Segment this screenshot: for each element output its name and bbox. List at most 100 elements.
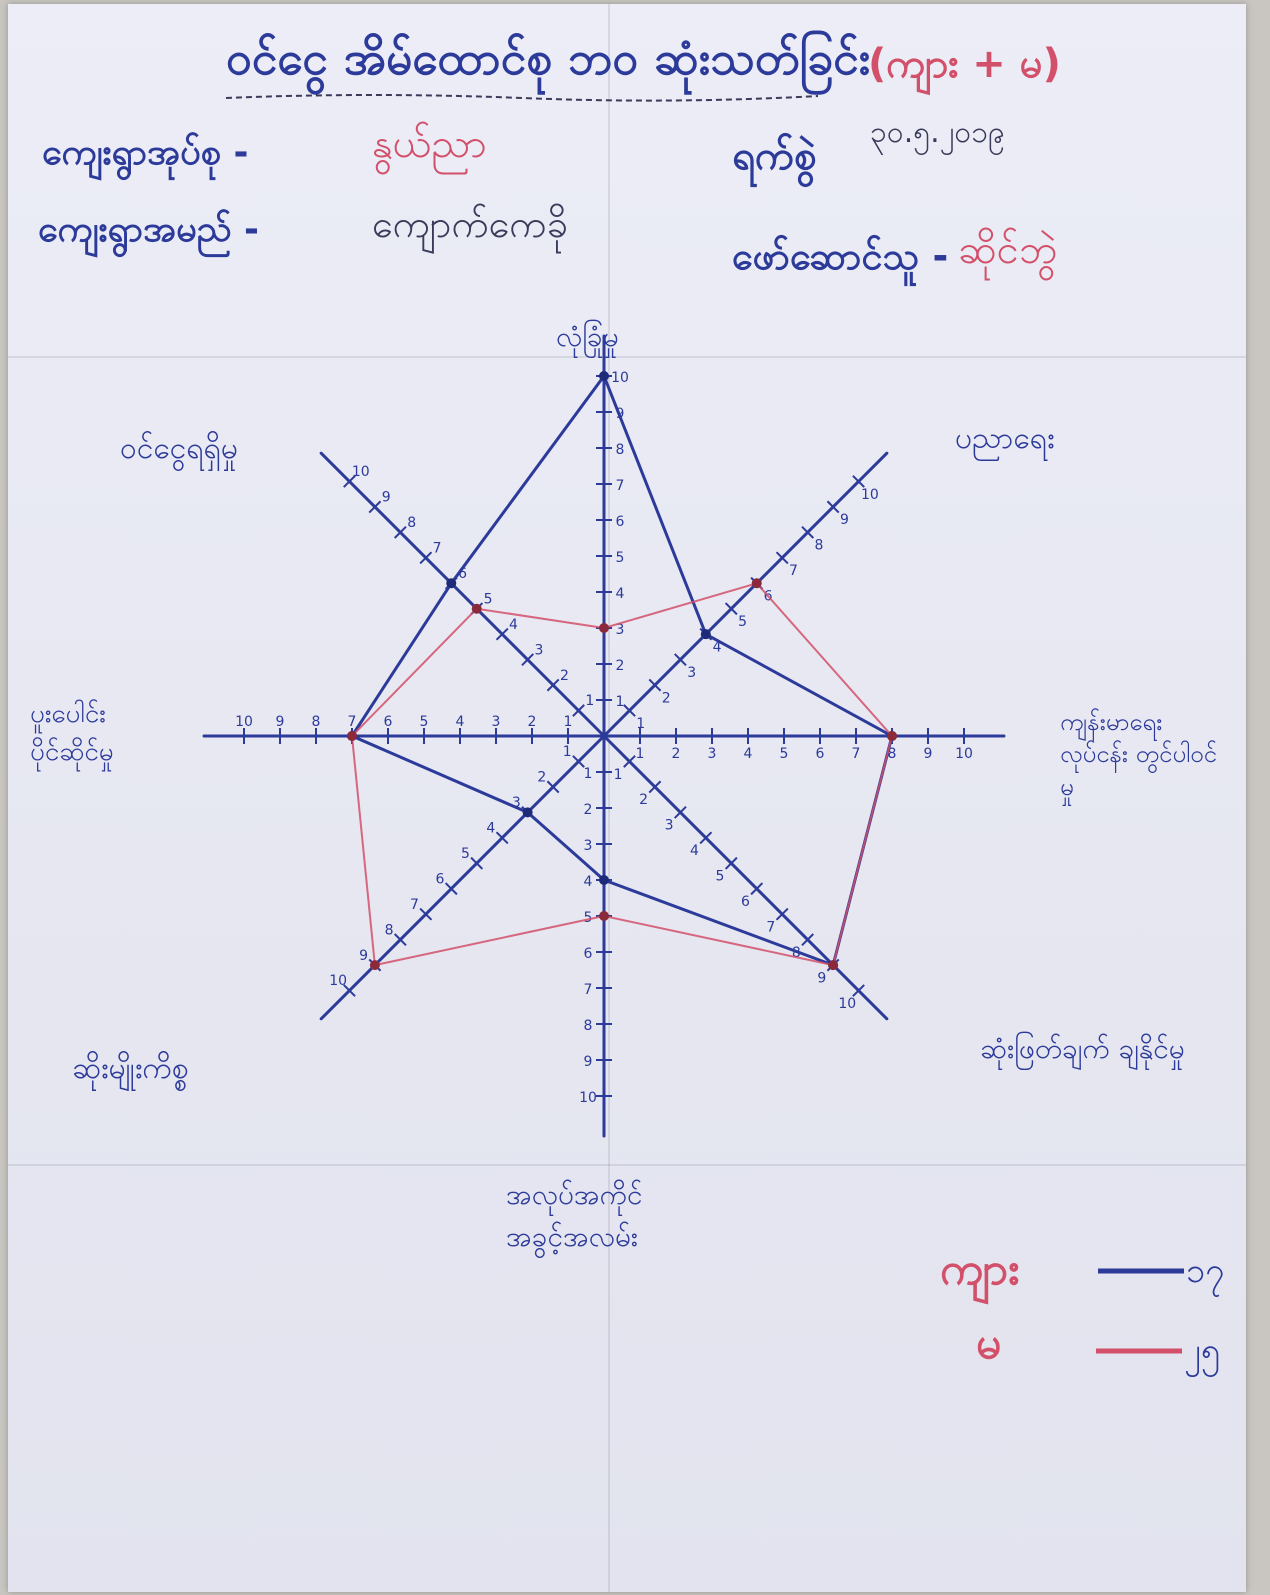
legend-male-swatch: [1098, 1268, 1184, 1274]
tick-label-1-10: 10: [861, 487, 879, 503]
radar-axes: [202, 334, 1006, 1138]
axis-tick-5-4: [495, 831, 509, 845]
tick-label-2-8: 8: [888, 746, 897, 762]
tick-label-2-2: 2: [672, 746, 681, 762]
tick-label-5-3: 3: [512, 795, 521, 811]
axis-tick-3-6: [750, 882, 764, 896]
tick-label-4-7: 7: [584, 982, 593, 998]
tick-label-0-2: 2: [616, 658, 625, 674]
series-point-0-0: [599, 371, 609, 381]
date-value: ၃၀.၅.၂၀၁၉: [870, 115, 1006, 150]
village-value: ကျောက်ကေခို: [372, 202, 568, 246]
legend-male-count: ၁၇: [1186, 1251, 1225, 1291]
axis-tick-7-9: [368, 500, 382, 514]
series-point-1-4: [599, 911, 609, 921]
tick-label-7-2: 2: [560, 668, 569, 684]
axis-tick-5-1: [572, 755, 585, 768]
series-point-0-4: [599, 875, 609, 885]
tick-label-6-6: 6: [384, 714, 393, 730]
tick-label-6-7: 7: [348, 714, 357, 730]
tick-label-7-8: 8: [407, 515, 416, 531]
tick-label-6-5: 5: [420, 714, 429, 730]
axis-tick-5-5: [470, 856, 484, 870]
series-point-0-1: [700, 629, 711, 640]
axis-tick-3-3: [674, 806, 687, 819]
series-point-1-6: [347, 731, 357, 741]
tick-label-3-2: 2: [639, 792, 648, 808]
axis-tick-5-8: [393, 933, 407, 947]
tick-label-4-4: 4: [584, 874, 593, 890]
tick-label-0-1: 1: [616, 694, 625, 710]
tick-label-5-4: 4: [486, 821, 495, 837]
tick-label-4-10: 10: [579, 1090, 597, 1106]
axis-tick-1-2: [648, 678, 662, 692]
facilitator-value: ဆိုင်ဘွဲ: [958, 227, 1058, 273]
axis-spoke-5: [319, 734, 606, 1021]
axis-tick-3-2: [648, 780, 662, 794]
tick-label-2-6: 6: [816, 746, 825, 762]
tick-label-1-5: 5: [738, 614, 747, 630]
tick-label-3-1: 1: [614, 767, 623, 783]
series-point-0-7: [446, 578, 457, 589]
legend-female-swatch: [1096, 1348, 1182, 1354]
tick-label-3-7: 7: [766, 920, 775, 936]
tick-label-6-2: 2: [528, 714, 537, 730]
tick-label-1-3: 3: [687, 665, 696, 681]
tick-label-1-9: 9: [840, 512, 849, 528]
tick-label-2-3: 3: [708, 746, 717, 762]
axis-tick-7-7: [419, 551, 433, 565]
tick-label-4-5: 5: [584, 910, 593, 926]
tick-label-7-4: 4: [509, 617, 518, 633]
tick-label-3-5: 5: [716, 869, 725, 885]
tick-label-5-5: 5: [461, 846, 470, 862]
tick-label-3-6: 6: [741, 894, 750, 910]
tick-label-1-8: 8: [814, 538, 823, 554]
tick-label-7-9: 9: [382, 490, 391, 506]
series-point-1-2: [887, 731, 897, 741]
axis-tick-3-7: [775, 907, 789, 921]
axis-tick-7-3: [521, 653, 534, 666]
legend-female-count: ၂၅: [1184, 1331, 1220, 1371]
tick-label-7-10: 10: [352, 464, 370, 480]
facilitator-label: ဖော်ဆောင်သူ -: [732, 234, 949, 278]
paper-fold-line: [608, 4, 610, 1592]
axis-tick-1-9: [826, 500, 840, 514]
axis-tick-1-5: [724, 602, 738, 616]
axis-spoke-1: [602, 451, 889, 738]
axis-tick-7-2: [546, 678, 560, 692]
tick-label-5-10: 10: [329, 973, 347, 989]
tick-label-5-8: 8: [385, 922, 394, 938]
series-point-0-5: [522, 807, 533, 818]
tick-label-1-2: 2: [662, 690, 671, 706]
tick-label-3-4: 4: [690, 843, 699, 859]
tick-label-6-3: 3: [492, 714, 501, 730]
axis-tick-3-10: [852, 984, 865, 997]
tick-label-3-9: 9: [817, 970, 826, 986]
tick-label-0-10: 10: [611, 370, 629, 386]
axis-tick-7-1: [572, 704, 585, 717]
series-point-1-3: [828, 960, 839, 971]
tick-label-7-1: 1: [585, 693, 594, 709]
series-point-1-5: [369, 960, 380, 971]
axis-tick-5-10: [343, 984, 356, 997]
tick-label-6-9: 9: [276, 714, 285, 730]
axis-label-income: ဝင်ငွေရရှိမှု: [120, 431, 239, 466]
tick-label-6-10: 10: [235, 714, 253, 730]
axis-label-security: လုံခြုံမှု: [556, 320, 619, 353]
tick-label-5-2: 2: [537, 770, 546, 786]
tick-label-5-9: 9: [359, 948, 368, 964]
axis-tick-1-3: [674, 653, 687, 666]
tick-label-7-7: 7: [433, 540, 442, 556]
tick-label-4-1: 1: [584, 766, 593, 782]
axis-tick-1-1: [623, 704, 636, 717]
series-point-1-0: [599, 623, 609, 633]
paper-fold-line: [8, 1164, 1246, 1166]
legend-male-label: ကျား: [940, 1244, 1020, 1295]
series-point-1-7: [471, 603, 482, 614]
tick-label-0-8: 8: [616, 442, 625, 458]
axis-tick-3-5: [724, 856, 738, 870]
tick-label-0-3: 3: [616, 622, 625, 638]
tick-label-7-5: 5: [484, 591, 493, 607]
